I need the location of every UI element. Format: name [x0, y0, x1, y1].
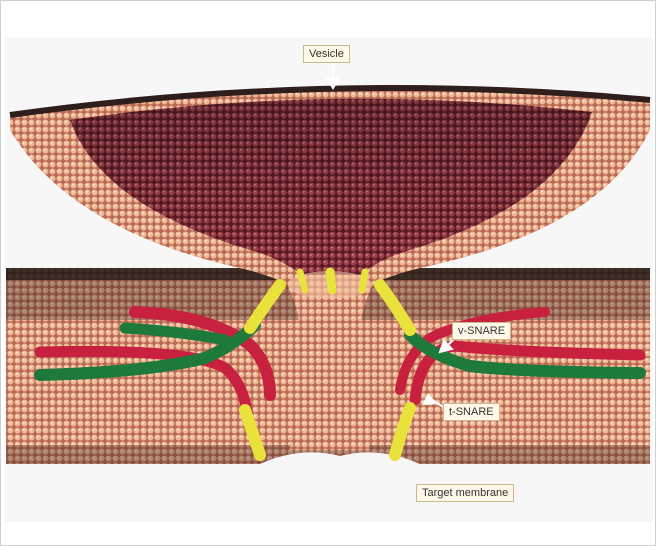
t-snare-label: t-SNARE [443, 403, 500, 421]
vesicle-label: Vesicle [303, 45, 350, 63]
v-snare-label: v-SNARE [452, 322, 511, 340]
target-membrane-label: Target membrane [416, 484, 514, 502]
